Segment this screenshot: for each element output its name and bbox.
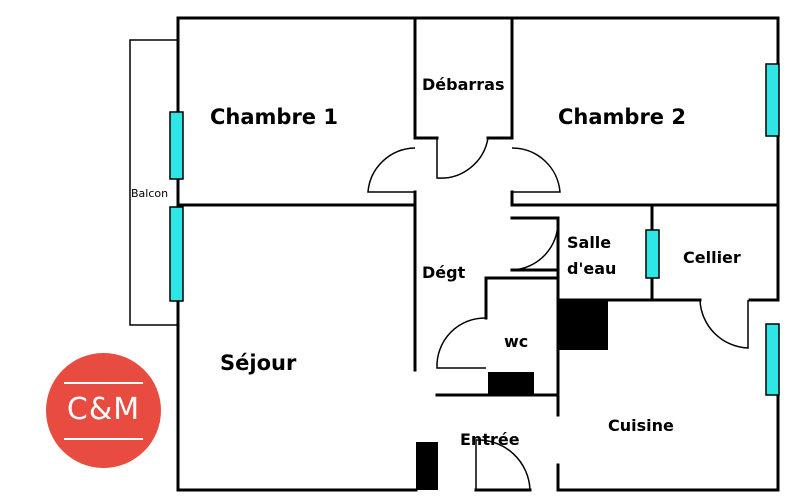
room-label-cuisine: Cuisine — [608, 416, 674, 435]
fixtures — [416, 300, 608, 490]
entry-fixture — [416, 442, 438, 490]
logo-line-bottom — [64, 438, 143, 440]
room-label-wc: wc — [504, 332, 528, 351]
room-label-cellier: Cellier — [683, 248, 741, 267]
windows — [169, 63, 780, 396]
logo-text: C&M — [66, 392, 141, 427]
window — [645, 229, 660, 279]
window — [765, 63, 780, 137]
balcony-outline — [129, 39, 178, 326]
room-label-sejour: Séjour — [220, 351, 297, 375]
window — [169, 206, 184, 302]
room-label-chambre1: Chambre 1 — [210, 105, 338, 129]
room-label-salle-line2: d'eau — [567, 259, 616, 278]
room-label-degt: Dégt — [422, 263, 466, 282]
company-logo: C&M — [46, 353, 161, 468]
logo-line-top — [64, 382, 143, 384]
room-label-balcon: Balcon — [131, 187, 168, 200]
wc-fixture — [488, 372, 534, 394]
window — [169, 111, 184, 180]
window — [765, 323, 780, 396]
room-label-entree: Entrée — [460, 430, 520, 449]
room-label-chambre2: Chambre 2 — [558, 105, 686, 129]
room-label-salle-line1: Salle — [567, 233, 611, 252]
door-swings — [367, 137, 749, 491]
room-label-debarras: Débarras — [422, 75, 504, 94]
appliance-block — [558, 300, 608, 350]
